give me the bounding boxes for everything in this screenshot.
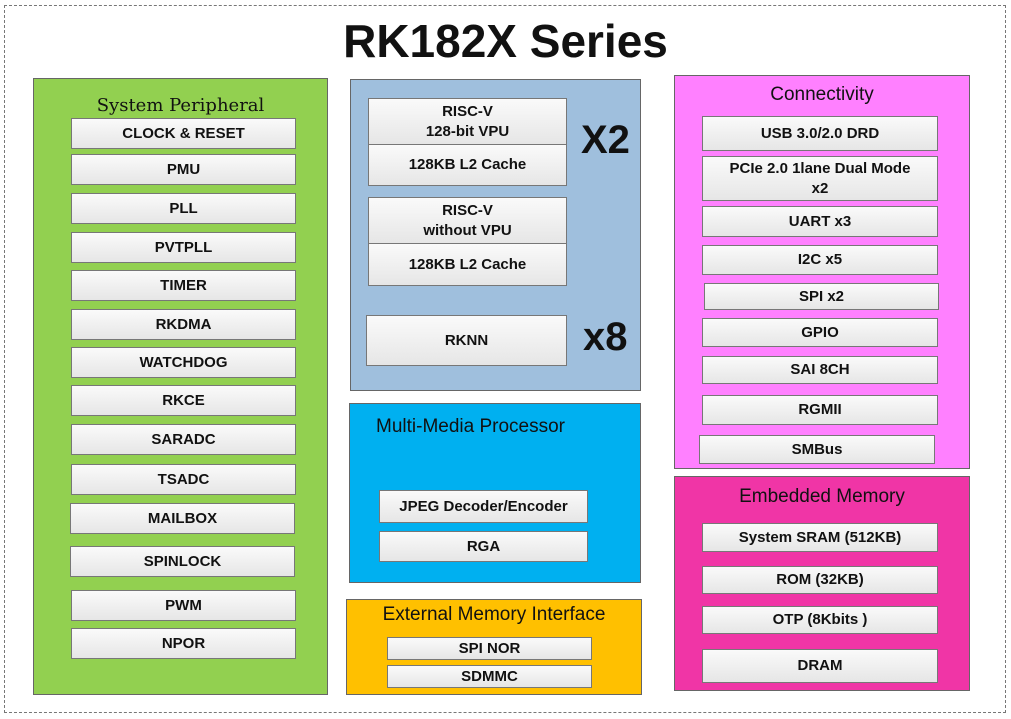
connectivity-item: UART x3	[702, 206, 938, 237]
external-memory-panel: External Memory Interface SPI NOR SDMMC	[346, 599, 642, 695]
peripheral-item: PVTPLL	[71, 232, 296, 263]
peripheral-item: TSADC	[71, 464, 296, 495]
peripheral-item: TIMER	[71, 270, 296, 301]
peripheral-item: SPINLOCK	[70, 546, 295, 577]
outer-border	[4, 5, 1006, 713]
embedded-memory-item: DRAM	[702, 649, 938, 683]
system-peripheral-panel: System Peripheral CLOCK & RESET PMU PLL PVT…	[33, 78, 328, 695]
cpu-npu-panel: RISC-V 128-bit VPU 128KB L2 Cache RISC-V…	[350, 79, 641, 391]
connectivity-item: SPI x2	[704, 283, 939, 310]
peripheral-item: RKDMA	[71, 309, 296, 340]
peripheral-item: PWM	[71, 590, 296, 621]
external-memory-item: SDMMC	[387, 665, 592, 688]
riscv-vpu-l2-cache: 128KB L2 Cache	[368, 144, 567, 186]
embedded-memory-item: System SRAM (512KB)	[702, 523, 938, 552]
peripheral-item: PLL	[71, 193, 296, 224]
peripheral-item: CLOCK & RESET	[71, 118, 296, 149]
embedded-memory-item: ROM (32KB)	[702, 566, 938, 594]
diagram-title: RK182X Series	[343, 15, 668, 67]
connectivity-item: GPIO	[702, 318, 938, 347]
system-peripheral-title: System Peripheral	[96, 95, 265, 116]
connectivity-item: USB 3.0/2.0 DRD	[702, 116, 938, 151]
riscv-novpu-l2-cache: 128KB L2 Cache	[368, 243, 567, 286]
riscv-vpu-core: RISC-V 128-bit VPU	[368, 98, 567, 145]
external-memory-title: External Memory Interface	[382, 604, 606, 625]
embedded-memory-panel: Embedded Memory System SRAM (512KB) ROM (…	[674, 476, 970, 691]
multimedia-title: Multi-Media Processor	[376, 416, 565, 437]
multimedia-item: JPEG Decoder/Encoder	[379, 490, 588, 523]
multimedia-item: RGA	[379, 531, 588, 562]
connectivity-title: Connectivity	[770, 84, 874, 105]
connectivity-item: SMBus	[699, 435, 935, 464]
peripheral-item: NPOR	[71, 628, 296, 659]
embedded-memory-item: OTP (8Kbits )	[702, 606, 938, 634]
connectivity-item: PCIe 2.0 1lane Dual Mode x2	[702, 156, 938, 201]
external-memory-item: SPI NOR	[387, 637, 592, 660]
connectivity-item: RGMII	[702, 395, 938, 425]
peripheral-item: SARADC	[71, 424, 296, 455]
multimedia-panel: Multi-Media Processor JPEG Decoder/Encod…	[349, 403, 641, 583]
cpu-multiplier: X2	[581, 118, 630, 162]
npu-multiplier: x8	[583, 315, 628, 359]
riscv-novpu-core: RISC-V without VPU	[368, 197, 567, 244]
peripheral-item: PMU	[71, 154, 296, 185]
peripheral-item: RKCE	[71, 385, 296, 416]
connectivity-item: SAI 8CH	[702, 356, 938, 384]
peripheral-item: MAILBOX	[70, 503, 295, 534]
connectivity-panel: Connectivity USB 3.0/2.0 DRD PCIe 2.0 1la…	[674, 75, 970, 469]
rknn-block: RKNN	[366, 315, 567, 366]
peripheral-item: WATCHDOG	[71, 347, 296, 378]
embedded-memory-title: Embedded Memory	[739, 486, 905, 507]
connectivity-item: I2C x5	[702, 245, 938, 275]
